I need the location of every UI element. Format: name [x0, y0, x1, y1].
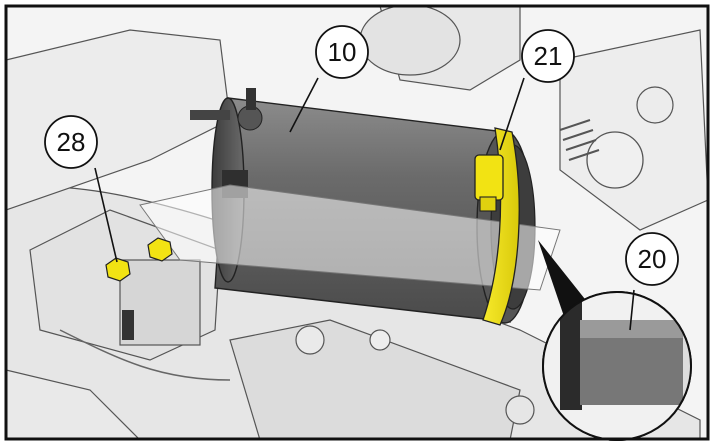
image-frame — [4, 4, 710, 441]
leader-lines — [94, 77, 635, 331]
callout-21-label: 21 — [534, 41, 563, 71]
clamp-band — [474, 127, 520, 326]
callout-10-label: 10 — [328, 37, 357, 67]
detail-magnifier — [542, 291, 692, 441]
callout-20-label: 20 — [638, 244, 667, 274]
callout-20: 20 — [625, 232, 679, 286]
background-parts — [6, 6, 708, 439]
mounting-nuts — [105, 237, 173, 282]
callout-28-label: 28 — [57, 127, 86, 157]
callout-21: 21 — [521, 29, 575, 83]
callout-10: 10 — [315, 25, 369, 79]
callout-28: 28 — [44, 115, 98, 169]
starter-motor-illustration — [139, 88, 561, 324]
